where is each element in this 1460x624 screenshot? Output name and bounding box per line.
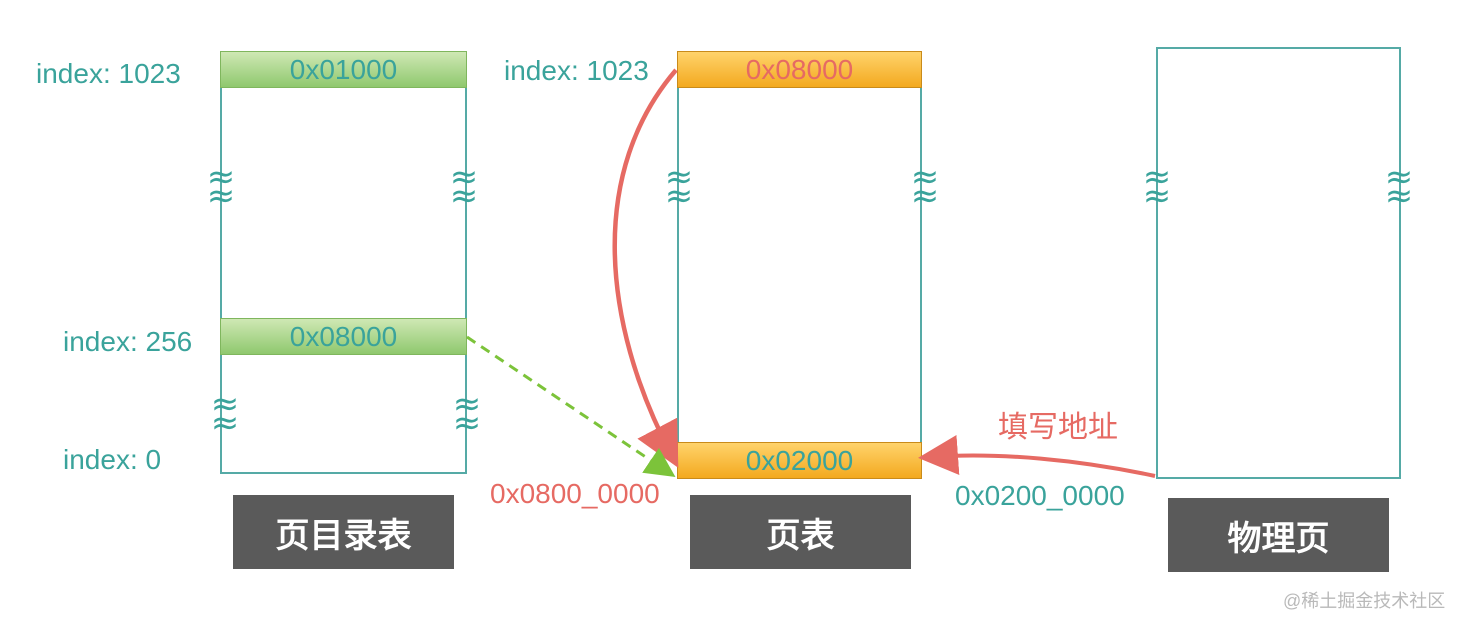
page-table-entry-target: 0x02000 — [677, 442, 922, 479]
green-dashed-arrow-directory-to-table — [466, 335, 676, 478]
break-mark-icon: ≈≈ — [452, 384, 482, 443]
page-table-address-label: 0x0800_0000 — [490, 478, 660, 509]
break-mark-icon: ≈≈ — [1142, 157, 1172, 216]
physical-page-address-label: 0x0200_0000 — [955, 480, 1125, 511]
page-table-caption: 页表 — [690, 495, 911, 569]
page-directory-entry-1023: 0x01000 — [220, 51, 467, 88]
page-directory-index-256-label: index: 256 — [63, 326, 193, 357]
page-directory-box — [220, 51, 467, 474]
red-arrow-page-table-self — [612, 68, 679, 468]
page-table-box — [677, 51, 922, 479]
fill-address-label: 填写地址 — [998, 411, 1118, 444]
page-directory-caption: 页目录表 — [233, 495, 454, 569]
physical-page-box — [1156, 47, 1401, 479]
page-directory-index-1023-label: index: 1023 — [36, 58, 181, 89]
page-directory-index-0-label: index: 0 — [63, 444, 162, 475]
red-arrow-fill-address — [918, 435, 1156, 478]
break-mark-icon: ≈≈ — [910, 157, 940, 216]
break-mark-icon: ≈≈ — [210, 384, 240, 443]
page-directory-entry-256: 0x08000 — [220, 318, 467, 355]
break-mark-icon: ≈≈ — [664, 157, 694, 216]
break-mark-icon: ≈≈ — [1384, 157, 1414, 216]
physical-page-caption: 物理页 — [1168, 498, 1389, 572]
break-mark-icon: ≈≈ — [206, 157, 236, 216]
watermark: @稀土掘金技术社区 — [1283, 591, 1446, 611]
break-mark-icon: ≈≈ — [449, 157, 479, 216]
page-table-index-1023-label: index: 1023 — [504, 55, 649, 86]
page-table-entry-1023: 0x08000 — [677, 51, 922, 88]
